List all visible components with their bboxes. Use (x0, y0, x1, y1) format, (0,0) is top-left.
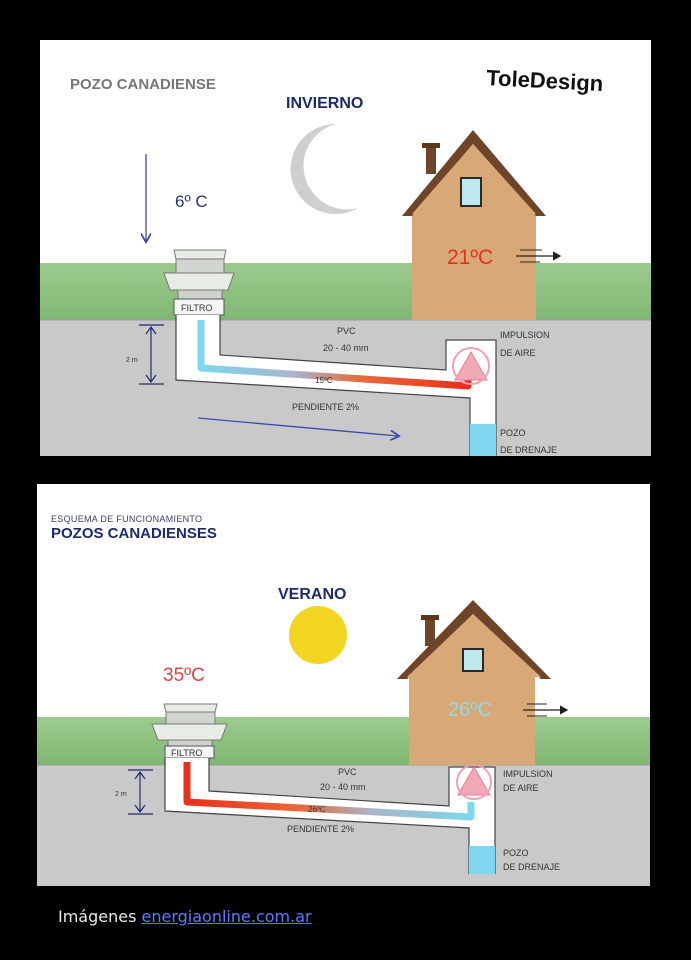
outside-temp: 6º C (175, 192, 208, 211)
house-temp: 26ºC (448, 699, 492, 721)
summer-panel: ESQUEMA DE FUNCIONAMIENTO POZOS CANADIEN… (37, 484, 650, 886)
pipe-label: PVC (337, 326, 356, 336)
house: 21ºC (402, 130, 562, 320)
winter-diagram: POZO CANADIENSE ToleDesign INVIERNO 6º C… (40, 40, 651, 456)
drain-label-2: DE DRENAJE (500, 445, 557, 455)
depth-label: 2 m (115, 791, 127, 798)
impulse-label-1: IMPULSION (500, 330, 550, 340)
moon-icon (290, 123, 358, 214)
pipe-label: PVC (338, 767, 357, 777)
drain-water (470, 424, 496, 456)
mid-temp: 26ºC (308, 805, 326, 814)
grass (37, 717, 650, 765)
season-label: INVIERNO (286, 95, 363, 112)
slope-arrow-icon (197, 417, 398, 436)
ground (37, 765, 650, 886)
season-label: VERANO (278, 586, 346, 603)
outside-temp: 35ºC (163, 665, 205, 686)
slope-label: PENDIENTE 2% (287, 824, 354, 834)
impulse-label-2: DE AIRE (500, 348, 536, 358)
title: POZOS CANADIENSES (51, 525, 217, 542)
grass (40, 263, 651, 320)
chimney (426, 144, 436, 174)
house: 26ºC (397, 600, 569, 765)
roof (397, 600, 551, 679)
summer-diagram: ESQUEMA DE FUNCIONAMIENTO POZOS CANADIEN… (37, 484, 650, 886)
filter-intake: FILTRO (163, 249, 235, 316)
fan-icon (454, 350, 488, 381)
sun-icon (289, 606, 347, 664)
slope-label: PENDIENTE 2% (292, 402, 359, 412)
house-temp: 21ºC (447, 246, 493, 269)
winter-panel: POZO CANADIENSE ToleDesign INVIERNO 6º C… (40, 40, 651, 456)
fan-icon (457, 765, 491, 796)
source-link[interactable]: energiaonline.com.ar (141, 907, 312, 926)
drain-water (469, 846, 495, 874)
drain-label-1: POZO (500, 428, 526, 438)
brand-logo: ToleDesign (486, 65, 604, 96)
mid-temp: 15ºC (315, 376, 333, 385)
image-credit: Imágenes energiaonline.com.ar (58, 907, 312, 926)
filter-intake: FILTRO (151, 703, 228, 759)
roof (402, 130, 546, 216)
title: POZO CANADIENSE (70, 76, 216, 93)
chimney (425, 616, 435, 646)
filter-label: FILTRO (181, 303, 212, 313)
impulse-label-1: IMPULSION (503, 769, 553, 779)
pipe-system (164, 758, 496, 874)
depth-marker: 2 m (126, 324, 164, 385)
pipe-system (175, 315, 497, 456)
drain-label-1: POZO (503, 848, 529, 858)
credit-prefix: Imágenes (58, 907, 142, 926)
house-window (460, 177, 482, 207)
air-flow (183, 762, 475, 821)
depth-label: 2 m (126, 357, 138, 364)
pipe-size: 20 - 40 mm (323, 343, 369, 353)
depth-marker: 2 m (115, 769, 153, 815)
pipe-size: 20 - 40 mm (320, 782, 366, 792)
subtitle: ESQUEMA DE FUNCIONAMIENTO (51, 514, 202, 524)
impulse-label-2: DE AIRE (503, 783, 539, 793)
drain-label-2: DE DRENAJE (503, 862, 560, 872)
house-window (462, 648, 484, 672)
filter-label: FILTRO (171, 748, 202, 758)
